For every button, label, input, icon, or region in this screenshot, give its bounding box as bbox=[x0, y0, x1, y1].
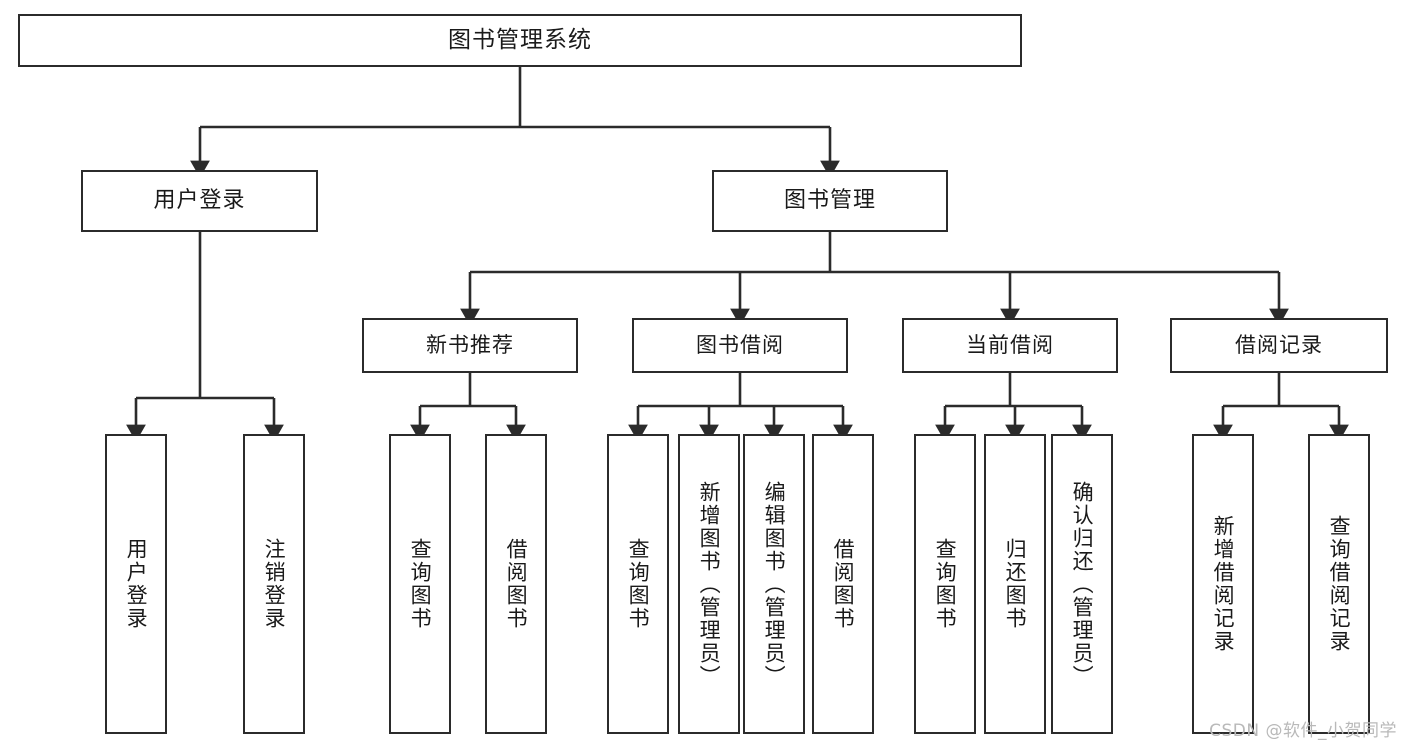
node-leaf-user-login[interactable]: 用户登录 bbox=[105, 434, 167, 734]
node-leaf-borrow-book-1-label: 借阅图书 bbox=[504, 538, 529, 630]
node-leaf-add-borrow-record[interactable]: 新增借阅记录 bbox=[1192, 434, 1254, 734]
node-leaf-return-book[interactable]: 归还图书 bbox=[984, 434, 1046, 734]
node-leaf-user-logout-label: 注销登录 bbox=[262, 538, 287, 630]
node-current-borrow-label: 当前借阅 bbox=[966, 333, 1054, 358]
node-borrow-record-label: 借阅记录 bbox=[1235, 333, 1323, 358]
node-leaf-borrow-book-2-label: 借阅图书 bbox=[831, 538, 856, 630]
node-leaf-user-login-label: 用户登录 bbox=[124, 538, 149, 630]
watermark-text: CSDN @软件_小贺同学 bbox=[1209, 721, 1397, 741]
node-user-login-label: 用户登录 bbox=[153, 188, 246, 214]
node-leaf-query-book-2-label: 查询图书 bbox=[626, 538, 651, 630]
node-leaf-confirm-return-admin[interactable]: 确认归还（管理员） bbox=[1051, 434, 1113, 734]
node-leaf-query-book-3[interactable]: 查询图书 bbox=[914, 434, 976, 734]
node-leaf-borrow-book-1[interactable]: 借阅图书 bbox=[485, 434, 547, 734]
node-leaf-edit-book-admin[interactable]: 编辑图书（管理员） bbox=[743, 434, 805, 734]
node-leaf-query-book-1[interactable]: 查询图书 bbox=[389, 434, 451, 734]
node-root-label: 图书管理系统 bbox=[448, 27, 592, 54]
node-root[interactable]: 图书管理系统 bbox=[18, 14, 1022, 67]
node-leaf-borrow-book-2[interactable]: 借阅图书 bbox=[812, 434, 874, 734]
node-borrow-record[interactable]: 借阅记录 bbox=[1170, 318, 1388, 373]
node-book-manage-label: 图书管理 bbox=[783, 188, 876, 214]
node-current-borrow[interactable]: 当前借阅 bbox=[902, 318, 1118, 373]
node-leaf-edit-book-admin-label: 编辑图书（管理员） bbox=[762, 480, 787, 688]
node-new-book-recommend-label: 新书推荐 bbox=[426, 333, 514, 358]
node-book-manage[interactable]: 图书管理 bbox=[712, 170, 948, 232]
node-leaf-query-book-2[interactable]: 查询图书 bbox=[607, 434, 669, 734]
node-leaf-add-book-admin[interactable]: 新增图书（管理员） bbox=[678, 434, 740, 734]
node-new-book-recommend[interactable]: 新书推荐 bbox=[362, 318, 578, 373]
node-leaf-query-book-1-label: 查询图书 bbox=[408, 538, 433, 630]
node-book-borrow[interactable]: 图书借阅 bbox=[632, 318, 848, 373]
node-leaf-query-book-3-label: 查询图书 bbox=[933, 538, 958, 630]
node-leaf-user-logout[interactable]: 注销登录 bbox=[243, 434, 305, 734]
node-user-login[interactable]: 用户登录 bbox=[81, 170, 318, 232]
node-leaf-query-borrow-record-label: 查询借阅记录 bbox=[1327, 515, 1352, 653]
node-book-borrow-label: 图书借阅 bbox=[696, 333, 784, 358]
node-leaf-return-book-label: 归还图书 bbox=[1003, 538, 1028, 630]
node-leaf-add-borrow-record-label: 新增借阅记录 bbox=[1211, 515, 1236, 653]
node-leaf-query-borrow-record[interactable]: 查询借阅记录 bbox=[1308, 434, 1370, 734]
node-leaf-add-book-admin-label: 新增图书（管理员） bbox=[697, 480, 722, 688]
node-leaf-confirm-return-admin-label: 确认归还（管理员） bbox=[1070, 480, 1095, 688]
